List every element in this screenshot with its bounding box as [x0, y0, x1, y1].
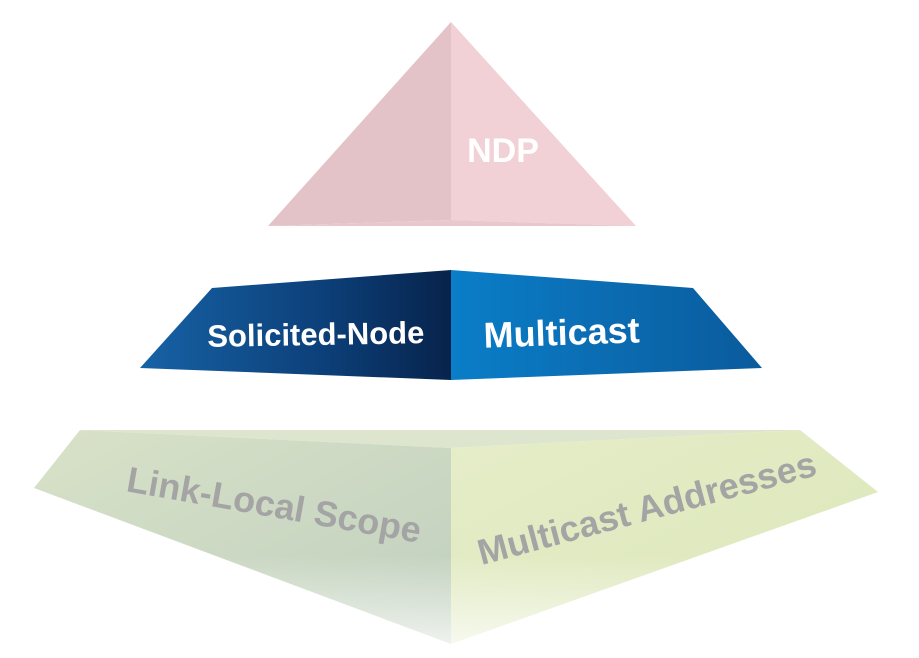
bottom-tier: Link-Local Scope Multicast Addresses [34, 430, 878, 658]
middle-tier-label-right: Multicast [483, 309, 640, 355]
middle-tier-left-face [140, 270, 451, 380]
top-tier-right-face [451, 22, 636, 226]
top-tier-label: NDP [467, 132, 539, 170]
middle-tier: Solicited-Node Multicast [140, 270, 762, 380]
middle-tier-label-left: Solicited-Node [207, 315, 425, 354]
top-tier: NDP [268, 22, 636, 226]
top-tier-left-face [268, 22, 451, 226]
top-tier-base-shade [268, 220, 636, 226]
middle-tier-right-face [451, 270, 762, 380]
bottom-tier-fade [34, 430, 878, 658]
